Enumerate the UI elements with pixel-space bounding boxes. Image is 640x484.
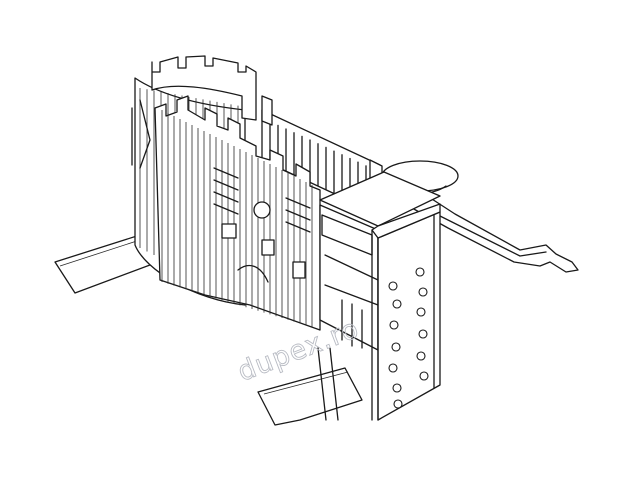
climbing-hold (419, 371, 429, 381)
ladder-rung (285, 209, 311, 221)
ladder-rung (285, 197, 311, 209)
climbing-hold (391, 342, 401, 352)
climbing-hold (415, 267, 425, 277)
climbing-wall (371, 203, 441, 421)
climbing-hold (388, 363, 398, 373)
ladder-rung (285, 221, 311, 233)
climbing-hold (418, 287, 428, 297)
ladder-rung (213, 179, 239, 191)
bottom-ramp (257, 347, 363, 426)
deck-platform (319, 171, 441, 351)
climbing-hold (416, 351, 426, 361)
climbing-hold (392, 383, 402, 393)
ladder-rung (213, 167, 239, 179)
climbing-hold (388, 281, 398, 291)
climbing-hold (393, 399, 403, 409)
climbing-hold (418, 329, 428, 339)
climbing-hold (416, 307, 426, 317)
climbing-hold (392, 299, 402, 309)
front-castle-wall (154, 95, 321, 331)
climbing-hold (389, 320, 399, 330)
ladder-rung (213, 191, 239, 203)
ladder-rung (213, 203, 239, 215)
